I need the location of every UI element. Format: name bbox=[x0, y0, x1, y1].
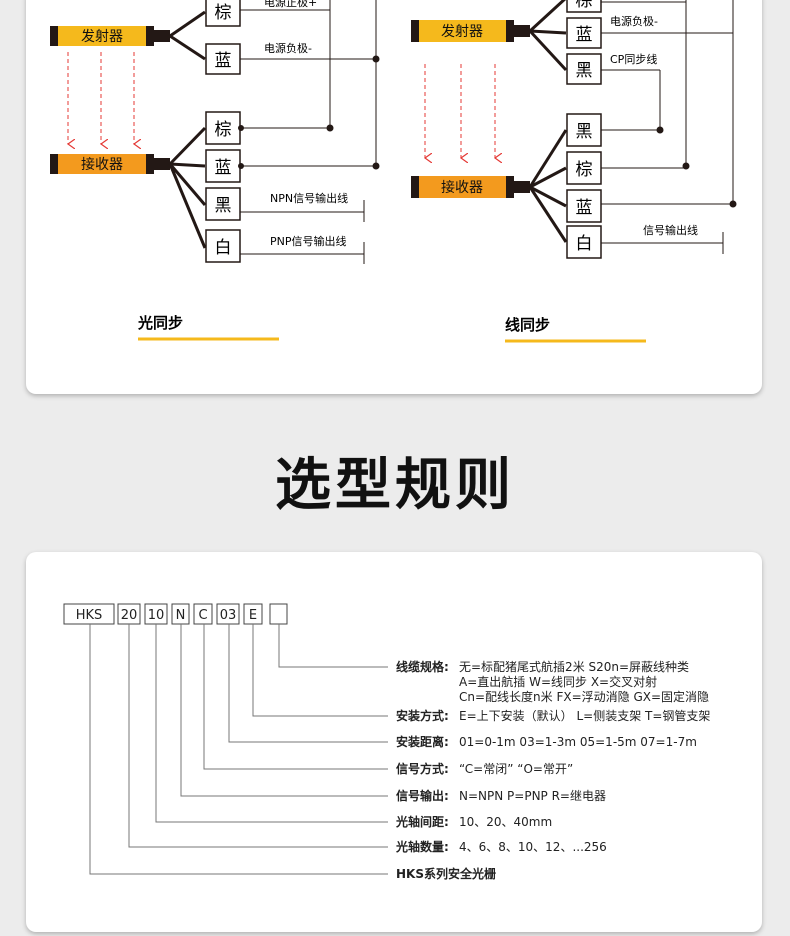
rule-label: 光轴数量: bbox=[395, 839, 449, 854]
receiver-bar bbox=[419, 176, 506, 198]
wire-sync-receiver: 接收器 bbox=[411, 176, 530, 198]
connector-line bbox=[180, 624, 388, 797]
model-code-segment: 10 bbox=[148, 608, 165, 623]
rule-label: HKS系列安全光栅 bbox=[396, 866, 496, 881]
wire-note: 电源负极- bbox=[264, 41, 312, 55]
wire-color-label: 黑 bbox=[215, 196, 232, 216]
wire-note: PNP信号输出线 bbox=[270, 234, 347, 248]
emitter-label: 发射器 bbox=[441, 24, 483, 40]
model-code-segment: 20 bbox=[121, 608, 138, 623]
light-sync-caption: 光同步 bbox=[137, 314, 183, 332]
wire-color-label: 蓝 bbox=[576, 25, 593, 45]
wire-color-label: 白 bbox=[576, 234, 593, 254]
rule-label: 信号方式: bbox=[396, 761, 449, 776]
model-code-segment: HKS bbox=[76, 608, 103, 623]
connector-line bbox=[252, 624, 388, 717]
rule-label: 安装距离: bbox=[396, 734, 449, 749]
connector-line bbox=[278, 624, 388, 668]
connector-line bbox=[203, 624, 388, 770]
emitter-bar bbox=[419, 20, 506, 42]
rule-value: N=NPN P=PNP R=继电器 bbox=[459, 789, 606, 803]
section-heading: 选型规则 bbox=[275, 453, 515, 518]
emitter-bar bbox=[58, 26, 146, 46]
emitter-label: 发射器 bbox=[81, 29, 123, 45]
model-code-segment: N bbox=[176, 608, 186, 623]
wire-sync-emitter: 发射器 bbox=[411, 20, 530, 42]
wire-color-label: 棕 bbox=[215, 120, 232, 140]
model-code-box bbox=[193, 603, 213, 625]
wire-sync-diagram: 发射器 棕 蓝 黑 电源负极- CP同步线 接收器 bbox=[411, 0, 737, 343]
wire-color-label: 白 bbox=[215, 238, 232, 258]
wire-color-label: 蓝 bbox=[215, 158, 232, 178]
model-code-box bbox=[216, 603, 240, 625]
rule-label: 线缆规格: bbox=[396, 659, 449, 674]
wire-color-label: 黑 bbox=[576, 61, 593, 81]
rule-label: 光轴间距: bbox=[395, 814, 449, 829]
light-sync-receiver: 接收器 bbox=[50, 154, 170, 174]
wiring-diagram: 发射器 棕 蓝 电源正极+ 电源负极- 接收器 棕 bbox=[50, 0, 737, 343]
light-sync-diagram: 发射器 棕 蓝 电源正极+ 电源负极- 接收器 棕 bbox=[50, 0, 380, 341]
receiver-label: 接收器 bbox=[81, 156, 123, 173]
receiver-bar bbox=[58, 154, 146, 174]
rule-value: 4、6、8、10、12、...256 bbox=[459, 840, 607, 854]
rule-value: “C=常闭” “O=常开” bbox=[459, 762, 573, 776]
rule-value: Cn=配线长度n米 FX=浮动消隐 GX=固定消隐 bbox=[459, 689, 709, 704]
wire-note: 信号输出线 bbox=[643, 223, 698, 237]
rule-value: 10、20、40mm bbox=[459, 815, 552, 829]
wire-note: NPN信号输出线 bbox=[270, 191, 348, 205]
wire-color-label: 棕 bbox=[576, 160, 593, 180]
wire-color-label: 棕 bbox=[215, 3, 232, 23]
light-sync-emitter: 发射器 bbox=[50, 26, 170, 46]
connector-line bbox=[128, 624, 388, 848]
wiring-card bbox=[26, 0, 762, 394]
rule-value: E=上下安装（默认） L=侧装支架 T=钢管支架 bbox=[459, 708, 710, 723]
wire-color-label: 蓝 bbox=[215, 51, 232, 71]
model-code-box bbox=[63, 603, 115, 625]
model-code-segment: E bbox=[249, 608, 257, 623]
rule-value: 01=0-1m 03=1-3m 05=1-5m 07=1-7m bbox=[459, 735, 697, 749]
wire-color-label: 黑 bbox=[576, 122, 593, 142]
wire-color-label: 蓝 bbox=[576, 198, 593, 218]
model-code-segment: 03 bbox=[220, 608, 237, 623]
rule-label: 安装方式: bbox=[396, 708, 449, 723]
model-code-box bbox=[269, 603, 288, 625]
wire-note: 电源负极- bbox=[610, 14, 658, 28]
rule-value: 无=标配猪尾式航插2米 S20n=屏蔽线种类 bbox=[459, 659, 689, 674]
connector-line bbox=[155, 624, 388, 823]
model-code-segment: C bbox=[198, 608, 207, 623]
rule-value: A=直出航插 W=线同步 X=交叉对射 bbox=[459, 674, 657, 689]
wire-color-label: 棕 bbox=[576, 0, 593, 11]
connector-line bbox=[89, 624, 388, 875]
wire-note: CP同步线 bbox=[610, 52, 657, 66]
connector-line bbox=[228, 624, 388, 743]
receiver-label: 接收器 bbox=[441, 179, 483, 196]
wire-sync-caption: 线同步 bbox=[505, 316, 550, 334]
wire-note: 电源正极+ bbox=[264, 0, 317, 9]
rule-label: 信号输出: bbox=[396, 788, 449, 803]
